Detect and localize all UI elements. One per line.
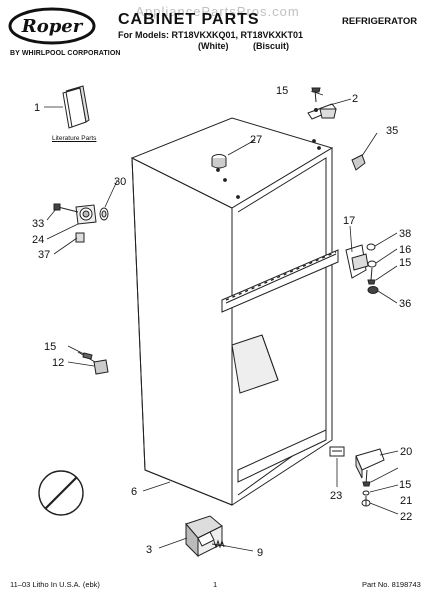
callout-30: 30 [114,176,126,188]
part-12-bracket [93,359,109,375]
footer-litho: 11–03 Litho In U.S.A. (ebk) [10,580,100,589]
callout-15-top: 15 [276,85,288,97]
part-38-spacer [366,243,376,251]
part-24-hinge-pin [75,204,97,225]
callout-35: 35 [386,125,398,137]
callout-22: 22 [400,511,412,523]
part-30-grommet [99,207,109,221]
cabinet-shell [130,117,339,506]
callout-17: 17 [343,215,355,227]
part-20-bottom-hinge [355,448,385,479]
callout-12: 12 [52,357,64,369]
part-15-screw-top [311,87,321,103]
part-36-bushing [367,286,379,294]
callout-1: 1 [34,102,40,114]
part-37-washer [75,232,85,243]
part-17-center-hinge [345,244,369,279]
r12-refrigerant-icon [38,470,84,516]
callout-15-bottom: 15 [399,479,411,491]
part-16-washer [367,260,377,268]
callout-24: 24 [32,234,44,246]
callout-33: 33 [32,218,44,230]
part-22-pin [361,496,371,507]
callout-6: 6 [131,486,137,498]
brand-logo-text: Roper [21,16,84,37]
cabinet-top-screws [216,139,321,199]
part-15-screw-mid [367,267,376,285]
footer-page-number: 1 [213,580,218,589]
literature-parts-booklet [62,85,90,129]
part-2-top-hinge [307,103,337,120]
variant-biscuit: (Biscuit) [253,41,290,51]
models-line: For Models: RT18VKXKQ01, RT18VKXKT01 [118,30,304,40]
category-label: REFRIGERATOR [342,16,418,27]
part-35-cover [351,154,366,171]
part-27-plug [211,154,227,169]
variant-white: (White) [198,41,229,51]
callout-16: 16 [399,244,411,256]
callout-27: 27 [250,134,262,146]
callout-15-left: 15 [44,341,56,353]
part-21-washer [362,490,370,496]
brand-subtitle: BY WHIRLPOOL CORPORATION [10,50,121,57]
callout-9: 9 [257,547,263,559]
callout-2: 2 [352,93,358,105]
footer-part-number: Part No. 8198743 [362,580,421,589]
leader-lines [44,90,399,552]
callout-37: 37 [38,249,50,261]
roper-logo: Roper [8,7,96,45]
callout-numbers: 1 2 3 6 9 12 15 15 15 15 16 17 20 21 22 … [32,85,412,559]
part-23-shim [329,446,345,457]
callout-23: 23 [330,490,342,502]
part-9-screw [211,539,227,549]
watermark: AppliancePartsPros.com [135,4,300,19]
part-33-screw [53,203,79,213]
callout-21: 21 [400,495,412,507]
callout-3: 3 [146,544,152,556]
part-3-bracket [185,515,223,558]
part-15-screw-left [77,351,96,363]
callout-36: 36 [399,298,411,310]
callout-15-mid: 15 [399,257,411,269]
part-15-screw-bottom [362,469,371,487]
literature-parts-label: Literature Parts [52,135,97,142]
callout-38: 38 [399,228,411,240]
model-variants: (White) (Biscuit) [198,41,311,51]
callout-20: 20 [400,446,412,458]
page-title: CABINET PARTS [118,11,260,28]
